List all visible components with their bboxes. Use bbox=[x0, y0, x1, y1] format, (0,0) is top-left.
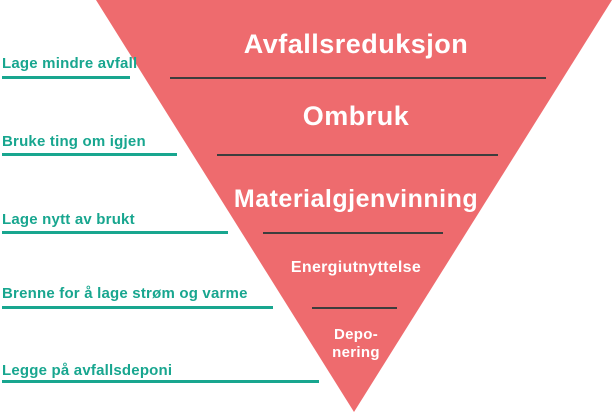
pyramid-level-label-5: Depo- nering bbox=[332, 326, 380, 362]
level-separator-3 bbox=[263, 232, 443, 234]
annotation-underline-1 bbox=[2, 76, 130, 79]
pyramid-level-label-5-line1: Depo- bbox=[333, 326, 378, 343]
annotation-underline-4 bbox=[2, 306, 273, 309]
annotation-label-1: Lage mindre avfall bbox=[2, 55, 138, 72]
annotation-label-2: Bruke ting om igjen bbox=[2, 133, 146, 150]
pyramid-level-label-1: Avfallsreduksjon bbox=[243, 29, 469, 59]
annotation-label-3: Lage nytt av brukt bbox=[2, 211, 135, 228]
pyramid-level-label-5-line2: nering bbox=[332, 344, 380, 361]
level-separator-1 bbox=[170, 77, 546, 79]
annotation-label-5: Legge på avfallsdeponi bbox=[2, 362, 173, 379]
pyramid-level-label-2: Ombruk bbox=[302, 101, 410, 131]
annotation-underline-5 bbox=[2, 380, 319, 383]
pyramid-level-label-4: Energiutnyttelse bbox=[290, 259, 422, 276]
annotation-underline-2 bbox=[2, 153, 177, 156]
pyramid-level-label-3: Materialgjenvinning bbox=[233, 185, 479, 213]
annotation-label-4: Brenne for å lage strøm og varme bbox=[2, 285, 248, 302]
annotation-underline-3 bbox=[2, 231, 228, 234]
level-separator-2 bbox=[217, 154, 498, 156]
level-separator-4 bbox=[312, 307, 397, 309]
